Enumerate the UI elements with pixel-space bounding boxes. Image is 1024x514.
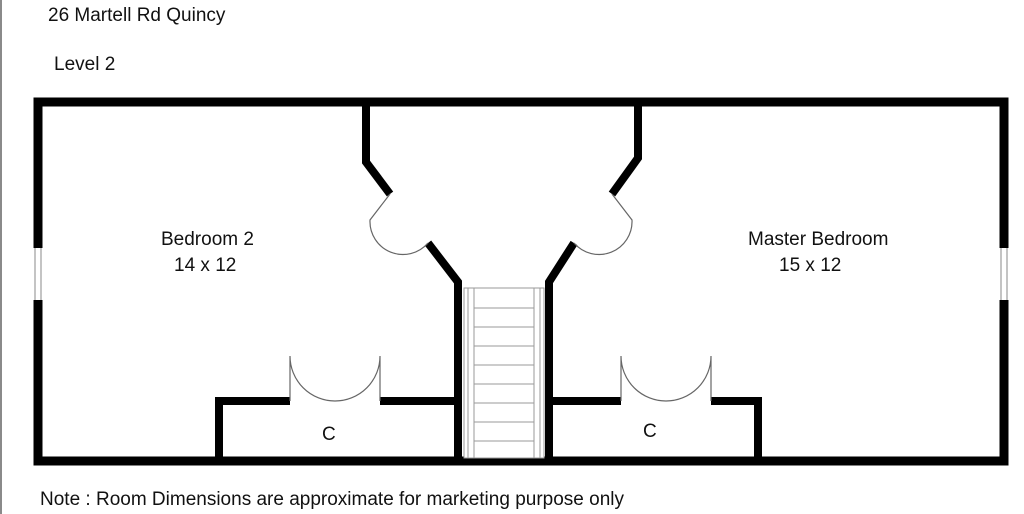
closet-left-door-a xyxy=(289,355,336,402)
door-swing-bedroom2 xyxy=(369,193,429,256)
level-label: Level 2 xyxy=(54,54,116,75)
left-hall-wall-lower xyxy=(424,240,462,461)
footer-note: Note : Room Dimensions are approximate f… xyxy=(40,489,624,510)
room-name-bedroom2: Bedroom 2 xyxy=(161,229,254,250)
door-swing-master-bedroom xyxy=(573,193,633,256)
right-hall-wall-upper xyxy=(608,103,642,197)
room-dimensions-master-bedroom: 15 x 12 xyxy=(779,255,842,276)
left-hall-wall-upper xyxy=(362,103,394,197)
address-title: 26 Martell Rd Quincy xyxy=(48,5,226,26)
staircase xyxy=(463,287,545,459)
closet-left-wall-a xyxy=(215,397,290,461)
closet-left-label: C xyxy=(322,424,336,445)
closet-right-door-a xyxy=(620,355,667,402)
page-left-border xyxy=(0,0,2,514)
window-left xyxy=(33,248,43,300)
closet-right-wall-b xyxy=(711,397,762,461)
room-name-master-bedroom: Master Bedroom xyxy=(748,229,889,250)
window-right xyxy=(999,248,1009,300)
closet-left-door-b xyxy=(334,355,381,402)
closet-right-door-b xyxy=(665,355,712,402)
right-hall-wall-lower xyxy=(545,240,578,461)
room-dimensions-bedroom2: 14 x 12 xyxy=(174,255,237,276)
closet-right-label: C xyxy=(643,421,657,442)
